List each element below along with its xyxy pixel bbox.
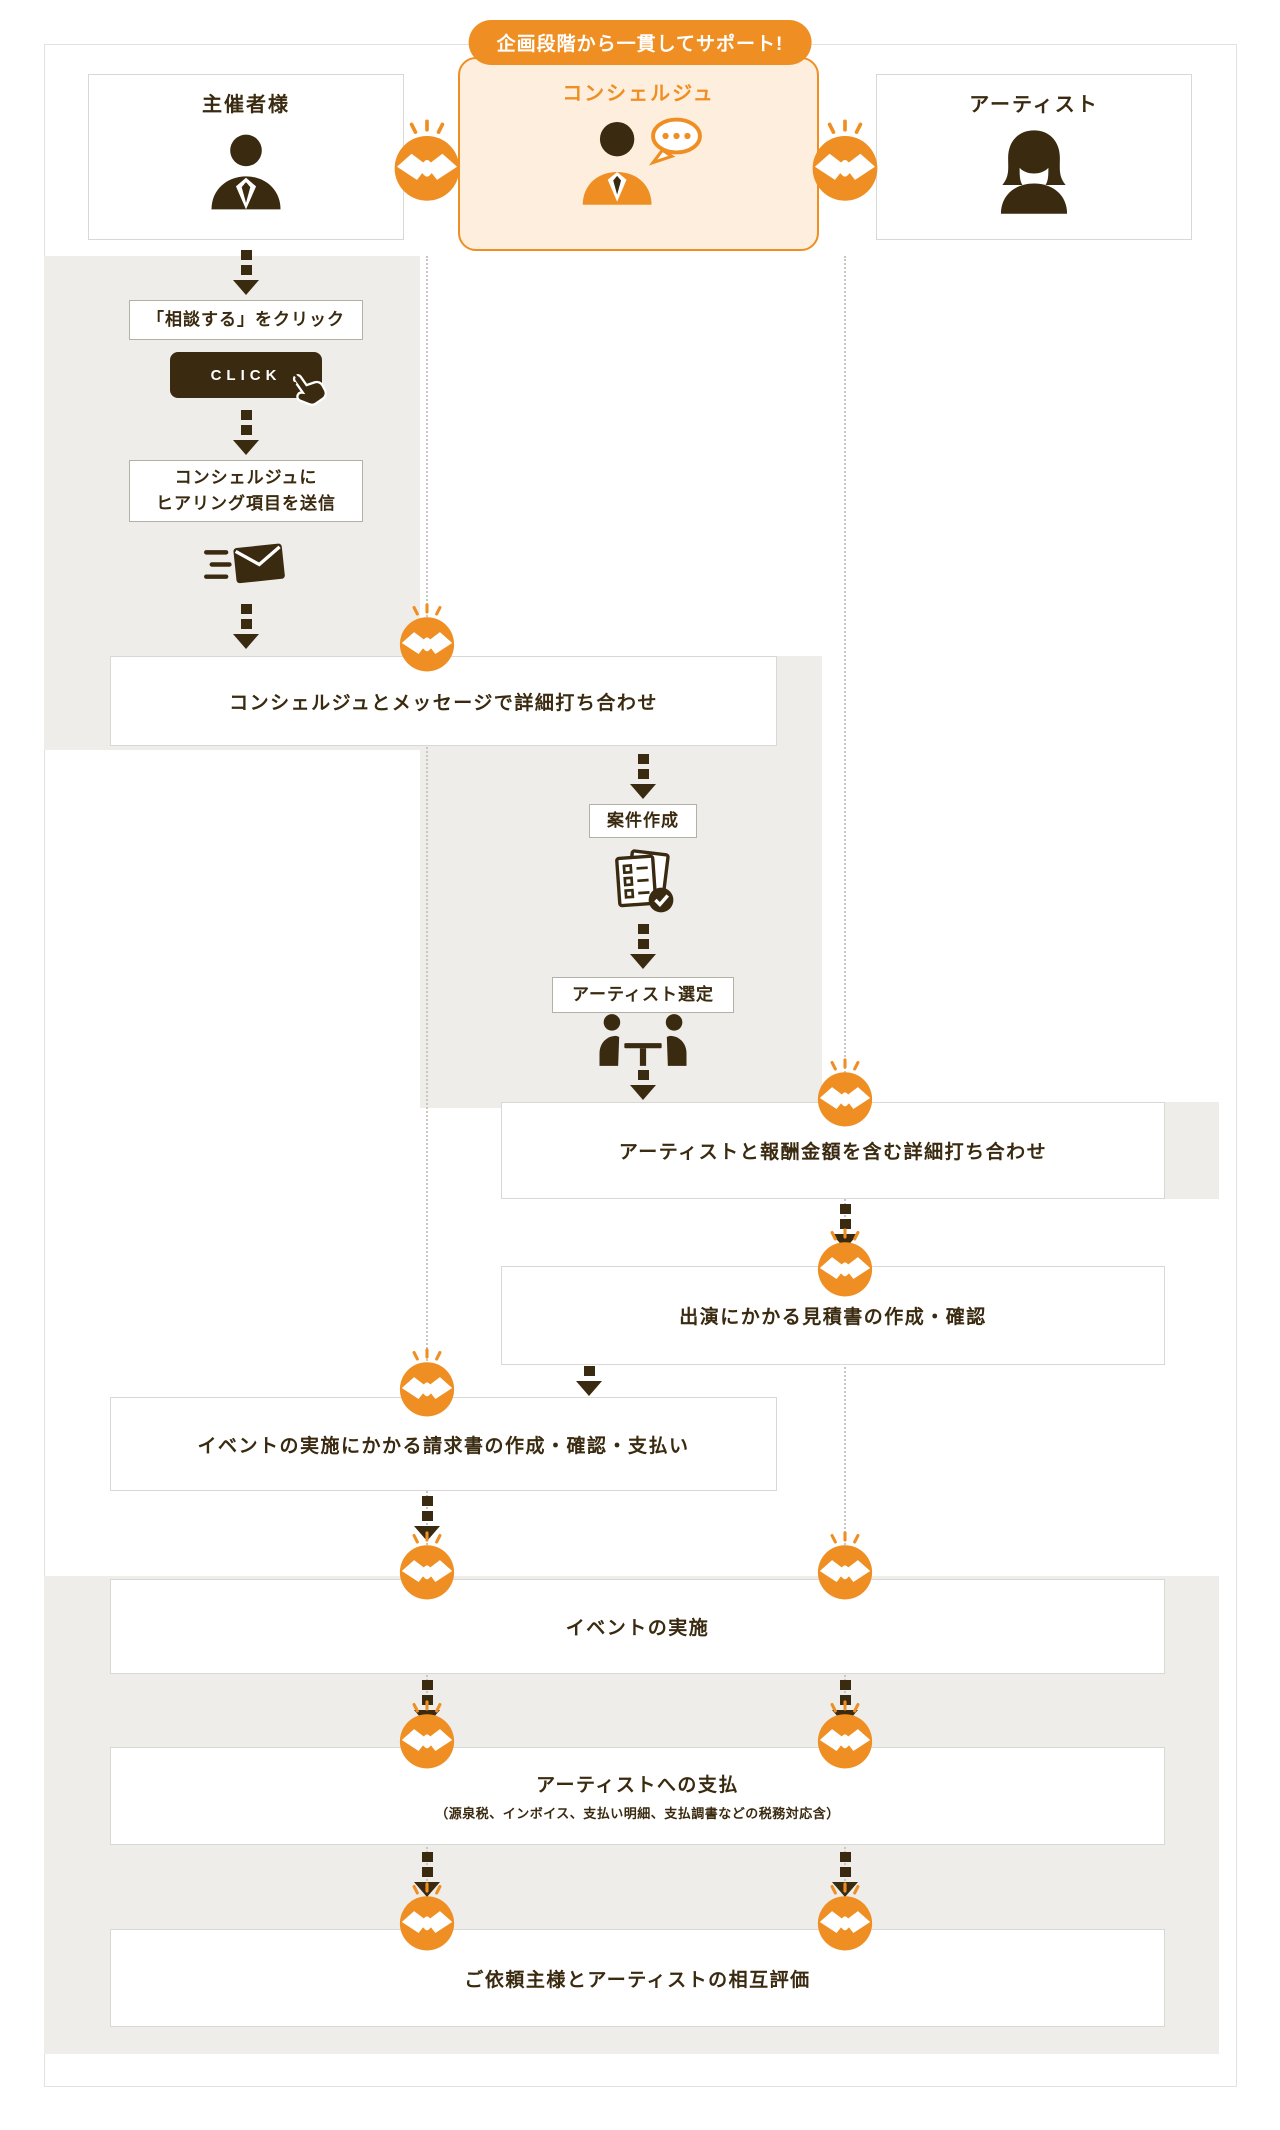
step-label: イベントの実施にかかる請求書の作成・確認・支払い <box>197 1435 690 1457</box>
arrow-dash <box>637 1070 649 1080</box>
arrow-head <box>576 1381 602 1396</box>
step-label: 出演にかかる見積書の作成・確認 <box>679 1307 987 1328</box>
flow-arrow <box>630 924 656 969</box>
organizer-box: 主催者様 <box>88 74 404 240</box>
handshake-icon <box>396 1348 458 1418</box>
flow-arrow <box>233 250 259 295</box>
arrow-head <box>233 440 259 455</box>
flow-arrow <box>630 1070 656 1100</box>
invoice-box: イベントの実施にかかる請求書の作成・確認・支払い <box>110 1397 777 1491</box>
flow-arrow <box>630 754 656 799</box>
arrow-dash <box>240 425 252 435</box>
arrow-dash <box>839 1695 851 1705</box>
handshake-icon <box>396 1531 458 1601</box>
arrow-dash <box>637 939 649 949</box>
arrow-dash <box>421 1867 433 1877</box>
arrow-dash <box>637 924 649 934</box>
artist-box: アーティスト <box>876 74 1192 240</box>
arrow-dash <box>637 754 649 764</box>
organizer-track-dotted-line <box>426 256 428 1924</box>
arrow-head <box>630 1085 656 1100</box>
arrow-dash <box>583 1366 595 1376</box>
arrow-dash <box>421 1852 433 1862</box>
hand-cursor-icon <box>288 367 327 406</box>
arrow-head <box>630 784 656 799</box>
handshake-icon <box>814 1228 876 1298</box>
arrow-dash <box>421 1680 433 1690</box>
artist-title: アーティスト <box>969 94 1099 116</box>
arrow-dash <box>240 604 252 614</box>
create-case-step: 案件作成 <box>589 804 697 838</box>
arrow-dash <box>421 1496 433 1506</box>
support-badge: 企画段階から一貫してサポート! <box>468 20 812 65</box>
arrow-dash <box>421 1511 433 1521</box>
select-artist-step: アーティスト選定 <box>552 977 734 1013</box>
arrow-dash <box>240 250 252 260</box>
flow-arrow <box>233 410 259 455</box>
step-label: 「相談する」をクリック <box>147 309 345 329</box>
arrow-dash <box>839 1852 851 1862</box>
step-label: 案件作成 <box>607 810 679 830</box>
handshake-icon <box>396 1882 458 1952</box>
arrow-dash <box>839 1204 851 1214</box>
step-label: アーティスト選定 <box>572 984 714 1004</box>
arrow-head <box>233 634 259 649</box>
handshake-icon <box>814 1058 876 1128</box>
person-speech-bubble-icon <box>582 117 702 205</box>
flow-arrow <box>576 1366 602 1396</box>
arrow-head <box>630 954 656 969</box>
arrow-dash <box>240 265 252 275</box>
handshake-icon <box>808 119 882 202</box>
handshake-icon <box>390 119 464 202</box>
step-label: ご依頼主様とアーティストの相互評価 <box>464 1969 811 1991</box>
event-box: イベントの実施 <box>110 1579 1165 1674</box>
arrow-dash <box>240 410 252 420</box>
step-label: アーティストへの支払 <box>536 1775 739 1796</box>
person-long-hair-icon <box>988 126 1080 218</box>
payment-box: アーティストへの支払 （源泉税、インボイス、支払い明細、支払調書などの税務対応含… <box>110 1747 1165 1845</box>
person-suit-icon <box>200 126 292 218</box>
evaluation-box: ご依頼主様とアーティストの相互評価 <box>110 1929 1165 2027</box>
arrow-dash <box>839 1219 851 1229</box>
handshake-icon <box>814 1700 876 1770</box>
step-label-line2: ヒアリング項目を送信 <box>156 494 336 513</box>
arrow-dash <box>839 1867 851 1877</box>
concierge-title: コンシェルジュ <box>562 83 715 105</box>
send-hearing-step: コンシェルジュに ヒアリング項目を送信 <box>129 460 363 522</box>
concierge-box: コンシェルジュ <box>458 57 819 251</box>
handshake-icon <box>814 1882 876 1952</box>
handshake-icon <box>396 1700 458 1770</box>
arrow-dash <box>839 1680 851 1690</box>
handshake-icon <box>814 1531 876 1601</box>
arrow-head <box>233 280 259 295</box>
arrow-dash <box>240 619 252 629</box>
arrow-dash <box>637 769 649 779</box>
step-label: アーティストと報酬金額を含む詳細打ち合わせ <box>618 1142 1048 1163</box>
payment-note: （源泉税、インボイス、支払い明細、支払調書などの税務対応含） <box>435 1806 840 1821</box>
handshake-icon <box>396 603 458 673</box>
checklist-documents-icon <box>615 849 674 913</box>
step-label: イベントの実施 <box>565 1618 710 1639</box>
arrow-dash <box>421 1695 433 1705</box>
meeting-table-icon <box>599 1014 687 1066</box>
step-label-line1: コンシェルジュに <box>174 467 318 487</box>
consult-click-step: 「相談する」をクリック <box>129 300 363 340</box>
organizer-title: 主催者様 <box>202 94 290 116</box>
step-label: コンシェルジュとメッセージで詳細打ち合わせ <box>229 692 658 714</box>
send-mail-icon <box>204 543 285 584</box>
flow-arrow <box>233 604 259 649</box>
